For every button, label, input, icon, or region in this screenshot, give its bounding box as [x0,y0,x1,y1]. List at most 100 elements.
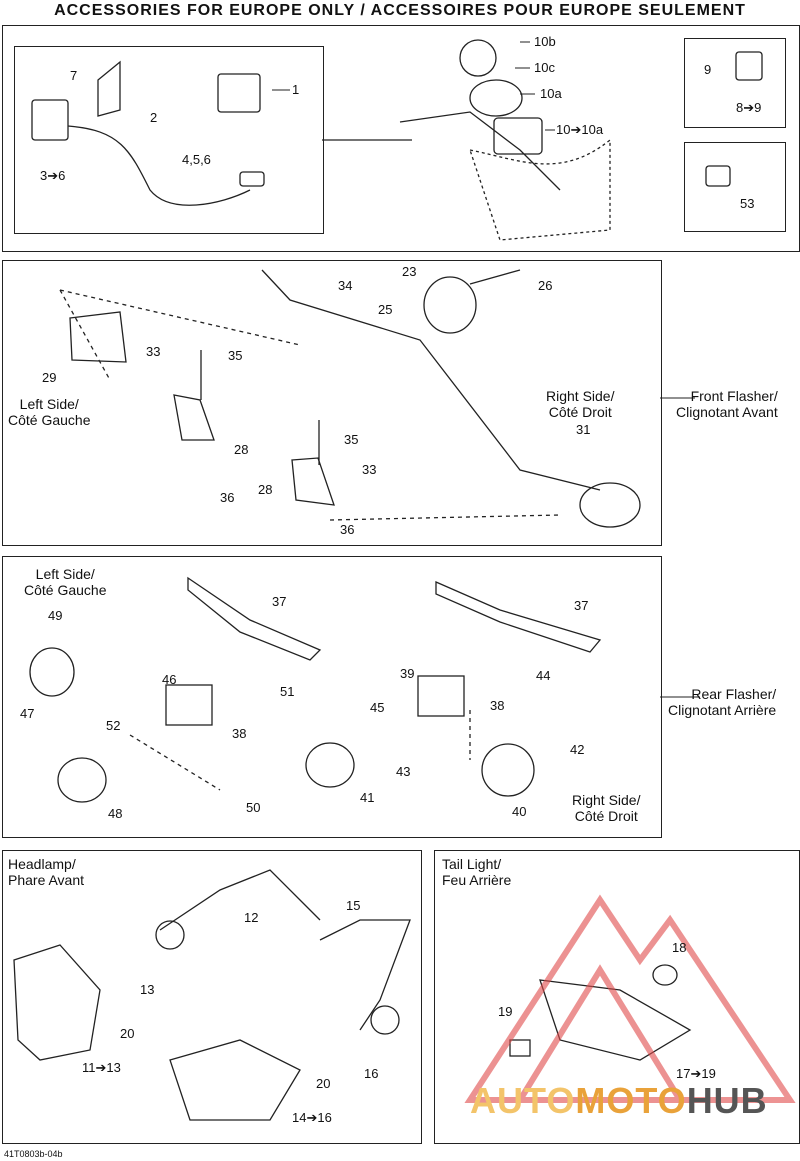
bracket-7 [97,60,121,117]
switch-housing [31,99,69,141]
right-side-caption: Right Side/ Côté Droit [546,388,615,420]
label-25: 25 [378,302,393,317]
label-20-b: 20 [316,1076,331,1091]
label-46: 46 [162,672,177,687]
flasher-right-31 [579,482,641,528]
switch-8-9 [735,51,763,81]
panel-side-inset-2 [684,142,786,232]
label-36: 36 [220,490,235,505]
watermark-moto: MOTO [575,1080,687,1121]
bracket-37-left [187,576,322,661]
label-31: 31 [576,422,591,437]
vehicle-outline [469,138,611,241]
connector-19 [509,1039,531,1057]
lens-48 [57,757,107,803]
bracket-39 [417,675,465,717]
dashed-link-rear [129,710,471,791]
label-1: 1 [292,82,300,97]
label-10-10a: 10➔10a [556,122,604,137]
label-2: 2 [150,110,158,125]
label-26: 26 [538,278,553,293]
label-38-b: 38 [490,698,505,713]
label-52: 52 [106,718,121,733]
label-41: 41 [360,790,375,805]
label-10b: 10b [534,34,556,49]
headlamp-right [169,1039,301,1121]
harness-15 [319,919,411,1031]
label-3-6: 3➔6 [40,168,66,183]
label-35: 35 [228,348,243,363]
tail-light-title: Tail Light/ Feu Arrière [442,856,512,888]
label-38: 38 [232,726,247,741]
lens-41 [305,742,355,788]
tail-housing [539,979,692,1061]
label-53: 53 [740,196,755,211]
headlamp-left [13,944,101,1061]
front-flasher-caption: Front Flasher/ Clignotant Avant [676,388,778,420]
panel-rear-flasher [2,556,662,838]
rear-right-caption: Right Side/ Côté Droit [572,792,641,824]
label-18: 18 [672,940,687,955]
headlamp-title: Headlamp/ Phare Avant [8,856,85,888]
connector-456 [239,171,265,187]
label-17-19: 17➔19 [676,1066,716,1081]
label-20: 20 [120,1026,135,1041]
flasher-40 [481,743,535,797]
bracket-28-lower [291,457,335,506]
label-45: 45 [370,700,385,715]
label-43: 43 [396,764,411,779]
watermark-auto: AUTO [470,1080,576,1121]
label-23: 23 [402,264,417,279]
panel-headlamp [2,850,422,1144]
label-33: 33 [146,344,161,359]
label-33-b: 33 [362,462,377,477]
diagram-code: 41T0803b-04b [4,1149,63,1159]
rear-flasher-caption: Rear Flasher/ Clignotant Arrière [668,686,777,718]
label-11-13: 11➔13 [82,1060,121,1075]
cap-53 [705,165,731,187]
label-50: 50 [246,800,261,815]
label-28: 28 [234,442,249,457]
flasher-left-29 [69,311,127,363]
label-36-b: 36 [340,522,355,537]
label-48: 48 [108,806,123,821]
label-51: 51 [280,684,295,699]
label-14-16: 14➔16 [292,1110,332,1125]
label-7: 7 [70,68,78,83]
label-29: 29 [42,370,57,385]
label-40: 40 [512,804,527,819]
watermark-hub: HUB [686,1080,768,1121]
label-39: 39 [400,666,415,681]
label-15: 15 [346,898,361,913]
label-37: 37 [272,594,287,609]
label-34: 34 [338,278,353,293]
label-4-5-6: 4,5,6 [182,152,211,167]
harness-34 [261,269,601,491]
switch-harness [67,125,251,206]
label-8-9: 8➔9 [736,100,762,115]
gauge-body [493,117,543,155]
bulb-18 [652,964,678,986]
mount-23 [423,276,477,334]
page-title: ACCESSORIES FOR EUROPE ONLY / ACCESSOIRE… [54,2,746,19]
label-12: 12 [244,910,259,925]
label-37-b: 37 [574,598,589,613]
panel-side-inset-1 [684,38,786,128]
gauge-10a [469,79,523,117]
label-47: 47 [20,706,35,721]
watermark-text: AUTOMOTOHUB [470,1080,768,1122]
label-44: 44 [536,668,551,683]
label-35-b: 35 [344,432,359,447]
flasher-47 [29,647,75,697]
bracket-28-upper [173,394,215,441]
watermark-logo [464,894,796,1103]
label-19: 19 [498,1004,513,1019]
socket-right [370,1005,400,1035]
left-side-caption: Left Side/ Côté Gauche [8,396,91,428]
label-9: 9 [704,62,712,77]
label-10a: 10a [540,86,562,101]
label-10c: 10c [534,60,555,75]
label-13: 13 [140,982,155,997]
harness-12 [159,869,321,931]
